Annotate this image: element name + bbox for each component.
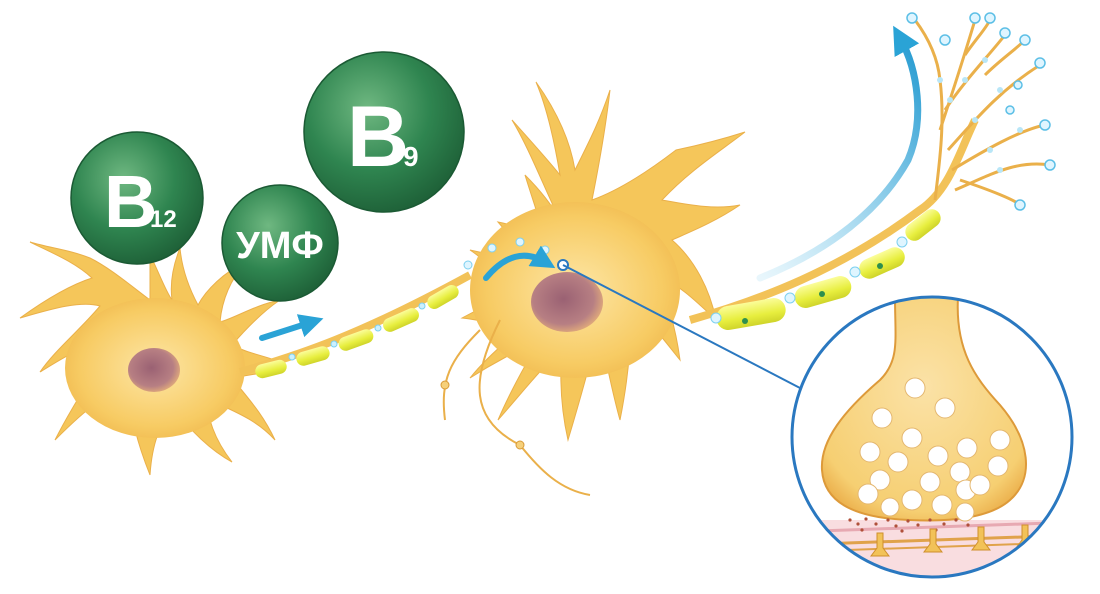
badge-b12: B 12	[70, 131, 204, 265]
badge-b9-letter: B	[347, 89, 409, 185]
badge-b12-letter: B	[104, 160, 157, 243]
axon-segment-2	[688, 118, 979, 330]
badge-b12-sub: 12	[150, 206, 177, 233]
terminal-buttons	[906, 12, 1056, 211]
signal-arrow-icon	[756, 25, 922, 282]
left-neuron-nucleus	[128, 348, 180, 392]
vitamin-badge-icon	[304, 52, 464, 212]
left-neuron	[19, 241, 281, 476]
middle-neuron	[440, 81, 746, 496]
signal-arrow-icon	[483, 245, 556, 281]
badge-b9-sub: 9	[403, 141, 419, 172]
vitamin-badge-icon	[222, 185, 338, 301]
badge-ump-label: УМФ	[236, 225, 324, 267]
terminal-nodes	[937, 57, 1023, 173]
presynaptic-terminal	[820, 297, 1027, 522]
middle-neuron-nucleus	[531, 272, 603, 332]
zoom-ring	[790, 295, 1074, 579]
axon-segment-1	[238, 271, 472, 379]
zoom-connector-line	[562, 264, 801, 389]
axon-terminals	[913, 19, 1051, 207]
badge-ump: УМФ	[221, 184, 339, 302]
neurotransmitter-dots	[848, 517, 970, 533]
synaptic-vesicles	[857, 377, 1011, 522]
synapse-zoom-icon	[790, 295, 1074, 579]
badge-b9: B 9	[303, 51, 465, 213]
vitamin-badge-icon	[71, 132, 203, 264]
signal-arrow-icon	[259, 314, 324, 341]
